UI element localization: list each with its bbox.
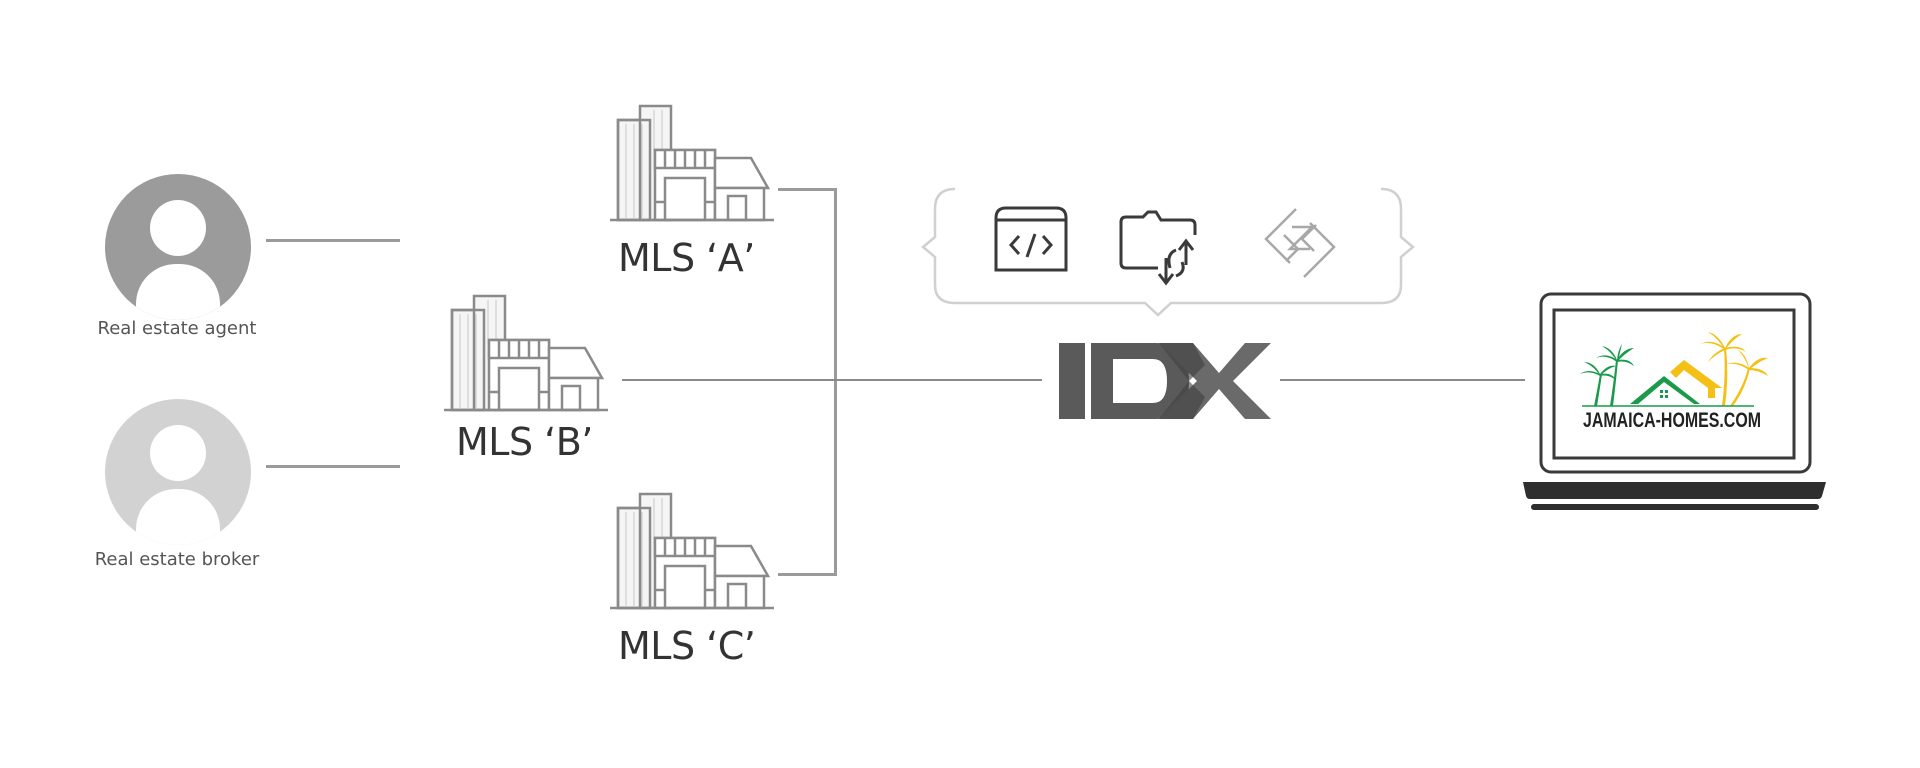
idx-features-callout bbox=[921, 187, 1415, 317]
label-mls-c: MLS ‘C’ bbox=[618, 624, 756, 668]
mls-building-icon-a bbox=[610, 104, 774, 222]
jamaica-homes-logo: JAMAICA-HOMES.COM bbox=[1580, 332, 1768, 432]
mls-building-icon-c bbox=[610, 492, 774, 610]
connector-idx-to-website bbox=[1280, 379, 1525, 381]
laptop-icon bbox=[1523, 292, 1826, 510]
website-domain-text: JAMAICA-HOMES.COM bbox=[1583, 409, 1761, 432]
connector-mls-vertical bbox=[834, 188, 837, 576]
idx-logo: IDX bbox=[1055, 339, 1271, 419]
folder-sync-icon bbox=[1119, 210, 1197, 286]
svg-text:IDX: IDX bbox=[1055, 339, 1057, 340]
label-real-estate-broker: Real estate broker bbox=[94, 549, 260, 570]
connector-mls-b-to-idx bbox=[622, 379, 1042, 381]
connector-mls-a bbox=[778, 188, 837, 191]
api-diamond-icon bbox=[1264, 208, 1336, 278]
avatar-real-estate-broker bbox=[105, 399, 251, 545]
connector-broker bbox=[266, 465, 400, 468]
label-mls-b: MLS ‘B’ bbox=[456, 420, 593, 464]
code-window-icon bbox=[994, 206, 1068, 272]
connector-agent bbox=[266, 239, 400, 242]
connector-mls-c bbox=[778, 573, 837, 576]
label-mls-a: MLS ‘A’ bbox=[618, 236, 755, 280]
mls-building-icon-b bbox=[444, 294, 608, 412]
person-body bbox=[136, 489, 220, 545]
avatar-real-estate-agent bbox=[105, 174, 251, 320]
label-real-estate-agent: Real estate agent bbox=[97, 318, 257, 339]
person-head bbox=[150, 425, 206, 481]
person-body bbox=[136, 264, 220, 320]
person-head bbox=[150, 200, 206, 256]
